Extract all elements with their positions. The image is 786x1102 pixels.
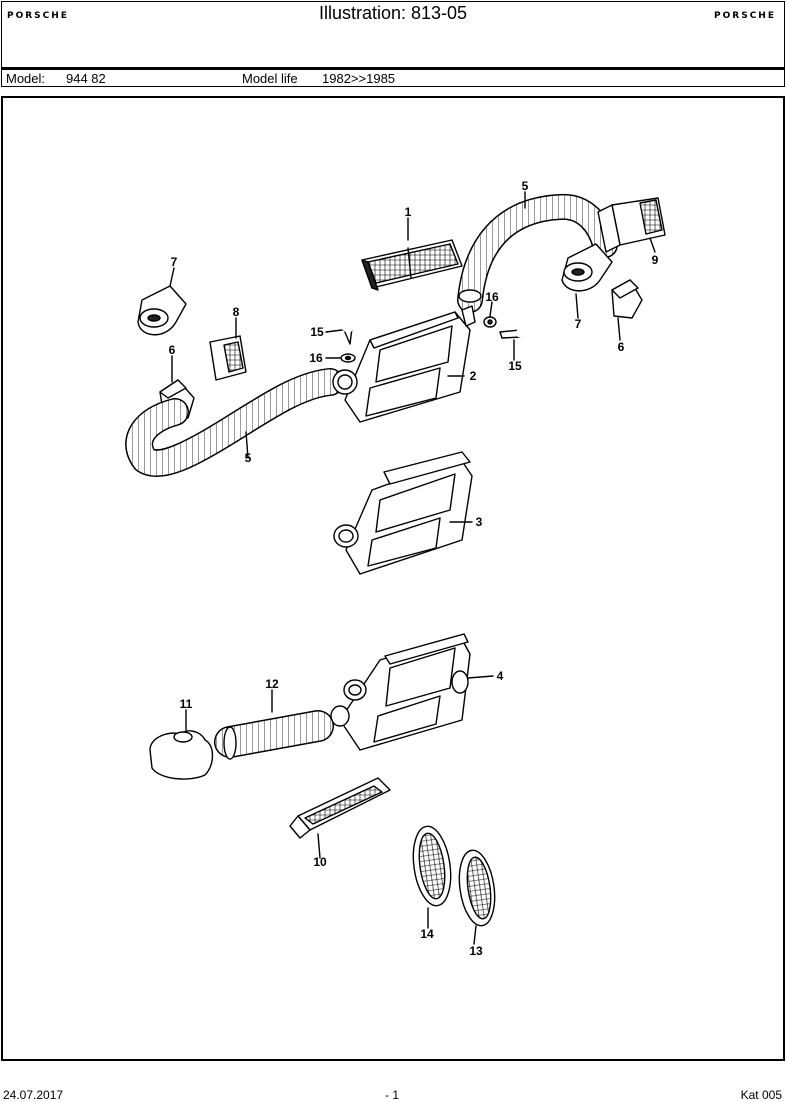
part-7-nozzle-right bbox=[561, 243, 613, 292]
porsche-logo-right: PORSCHE bbox=[714, 11, 776, 21]
part-7-nozzle-left bbox=[137, 285, 187, 336]
footer-page-number: - 1 bbox=[385, 1088, 400, 1102]
part-10-slot-vent bbox=[289, 777, 391, 839]
callout-16-left: 16 bbox=[309, 351, 323, 365]
part-3-duct-housing bbox=[333, 451, 473, 575]
callout-9: 9 bbox=[652, 253, 659, 267]
part-12-short-hose bbox=[214, 710, 334, 760]
part-5-hose-upper bbox=[457, 193, 618, 313]
part-2-duct-housing bbox=[332, 305, 476, 423]
callout-15-left: 15 bbox=[310, 325, 324, 339]
callout-1: 1 bbox=[405, 205, 412, 219]
callout-14: 14 bbox=[420, 927, 434, 941]
model-life-label: Model life bbox=[242, 71, 298, 86]
part-14-oval-grille bbox=[412, 825, 452, 907]
drawing-area bbox=[1, 96, 785, 1061]
part-5-hose-lower bbox=[125, 368, 344, 478]
callout-11: 11 bbox=[180, 697, 193, 711]
callout-7-left: 7 bbox=[171, 255, 178, 269]
callout-2: 2 bbox=[470, 369, 477, 383]
callout-5-lower: 5 bbox=[245, 451, 252, 465]
part-13-oval-grille bbox=[458, 849, 496, 927]
model-label: Model: bbox=[6, 71, 46, 86]
callout-12: 12 bbox=[265, 677, 279, 691]
callout-6-right: 6 bbox=[618, 340, 625, 354]
part-6-elbow-right bbox=[611, 279, 643, 319]
leader-lines bbox=[169, 191, 656, 945]
porsche-logo-left: PORSCHE bbox=[7, 11, 69, 21]
header-box: PORSCHE Illustration: 813-05 PORSCHE bbox=[1, 1, 785, 68]
model-life-value: 1982>>1985 bbox=[322, 71, 396, 86]
callout-7-right: 7 bbox=[575, 317, 582, 331]
illustration-title: Illustration: 813-05 bbox=[318, 3, 468, 23]
model-value: 944 82 bbox=[66, 71, 106, 86]
part-15-16-fasteners bbox=[340, 316, 526, 363]
part-1-vent-grille bbox=[361, 239, 463, 291]
footer-catalog: Kat 005 bbox=[740, 1088, 782, 1102]
callout-3: 3 bbox=[476, 515, 483, 529]
part-9-vent-outlet bbox=[597, 197, 666, 253]
model-info-row: Model: 944 82 Model life 1982>>1985 bbox=[1, 68, 785, 87]
part-11-connector bbox=[149, 730, 214, 780]
callout-4: 4 bbox=[497, 669, 504, 683]
callout-8: 8 bbox=[233, 305, 240, 319]
callout-5-upper: 5 bbox=[522, 179, 529, 193]
callout-10: 10 bbox=[313, 855, 327, 869]
part-4-duct-housing bbox=[330, 633, 471, 751]
footer-date: 24.07.2017 bbox=[3, 1088, 64, 1102]
part-8-vent-outlet bbox=[209, 335, 247, 381]
callout-16-right: 16 bbox=[485, 290, 499, 304]
callout-6-left: 6 bbox=[169, 343, 176, 357]
callout-15-right: 15 bbox=[508, 359, 522, 373]
callout-13: 13 bbox=[469, 944, 483, 958]
